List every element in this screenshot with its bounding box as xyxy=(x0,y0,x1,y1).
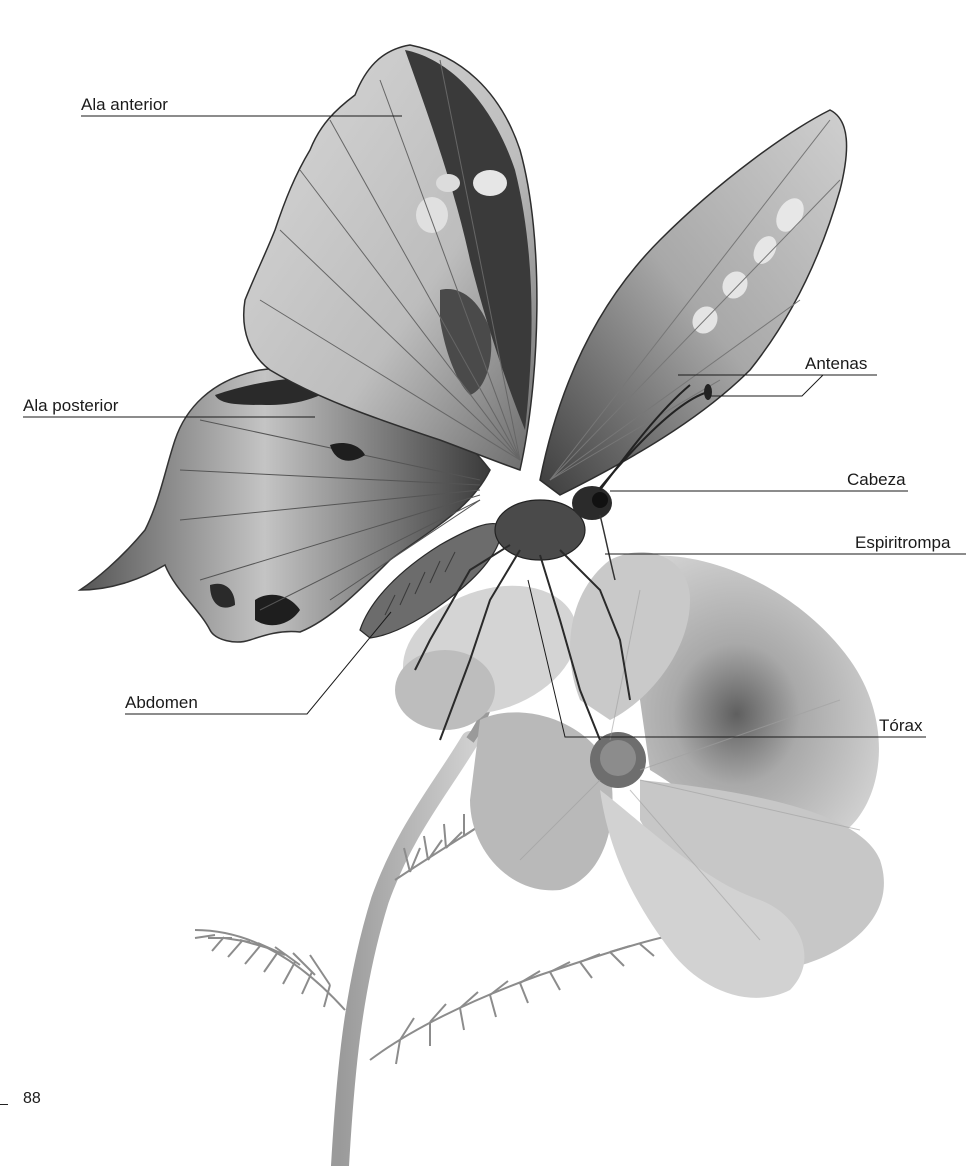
label-torax: Tórax xyxy=(879,716,922,736)
label-espiritrompa: Espiritrompa xyxy=(855,533,950,553)
label-ala-anterior: Ala anterior xyxy=(81,95,168,115)
label-antenas: Antenas xyxy=(805,354,867,374)
page-number-tick xyxy=(0,1104,8,1105)
label-ala-posterior: Ala posterior xyxy=(23,396,118,416)
cosmos-flower xyxy=(385,552,884,998)
label-cabeza: Cabeza xyxy=(847,470,906,490)
page-number: 88 xyxy=(23,1090,41,1108)
right-wing xyxy=(540,110,847,495)
label-abdomen: Abdomen xyxy=(125,693,198,713)
